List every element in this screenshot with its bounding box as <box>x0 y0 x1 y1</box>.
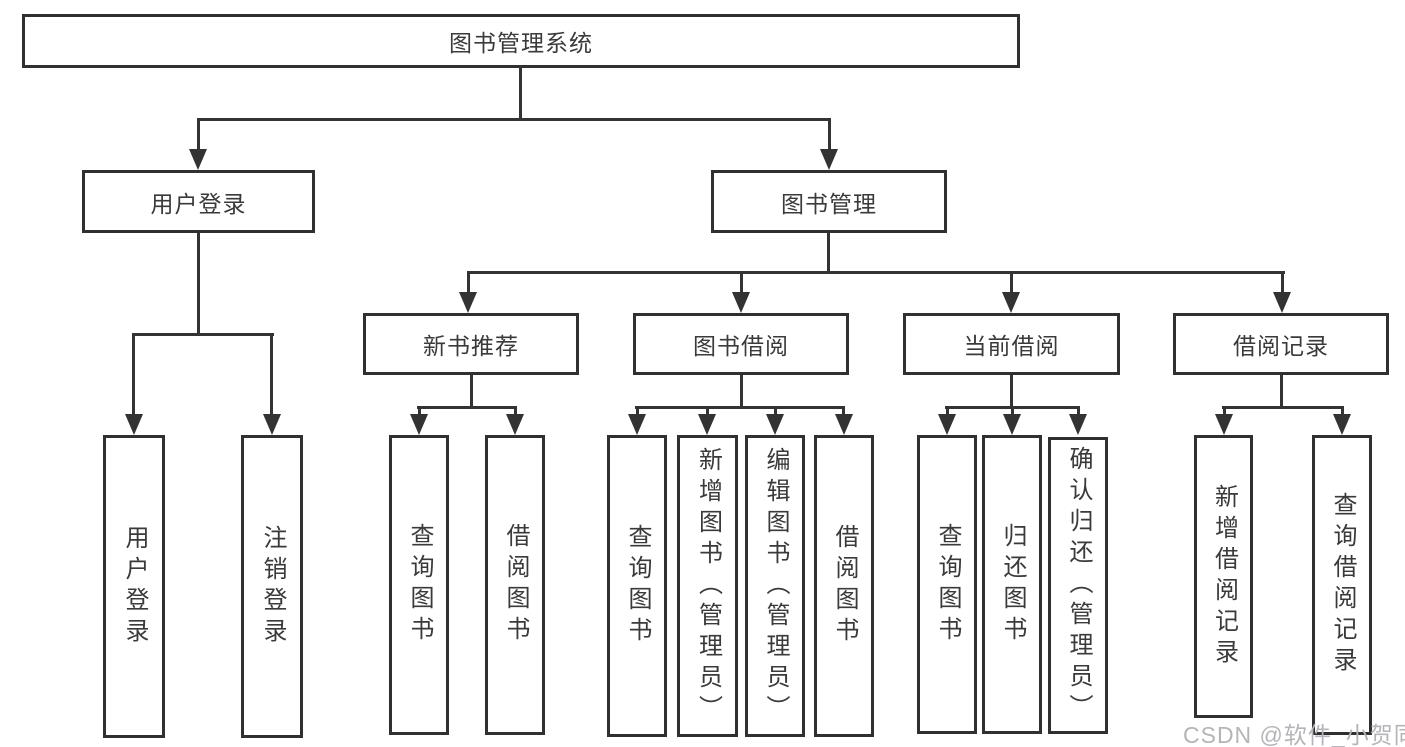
leaf-cb-query-books-label: 查询图书 <box>934 522 961 647</box>
connector-leaf-user-login-drop <box>132 333 135 416</box>
leaf-user-login-label: 用户登录 <box>121 524 148 649</box>
connector-bb-query-stub <box>636 406 639 418</box>
leaf-logout: 注销登录 <box>241 435 303 738</box>
arrow-to-book-mgmt-icon <box>820 149 838 170</box>
leaf-br-add-record-label: 新增借阅记录 <box>1210 483 1238 670</box>
connector-cb-query-stub <box>946 406 949 418</box>
connector-user-login-hline <box>132 333 274 336</box>
node-new-book-rec: 新书推荐 <box>363 313 579 375</box>
leaf-cb-return-books-label: 归还图书 <box>999 522 1026 647</box>
connector-user-login-vline <box>197 233 200 335</box>
connector-book-mgmt-hline <box>467 271 1285 274</box>
arrow-to-new-book-rec-icon <box>459 292 477 313</box>
arrow-to-nbr-query-icon <box>410 414 428 435</box>
arrow-to-current-borrow-icon <box>1002 292 1020 313</box>
arrow-to-cb-confirm-icon <box>1069 414 1087 435</box>
connector-current-borrow-drop <box>1010 271 1013 293</box>
leaf-cb-query-books: 查询图书 <box>917 435 977 734</box>
connector-br-query-stub <box>1341 406 1344 418</box>
connector-nbr-query-stub <box>418 406 421 418</box>
connector-bb-add-stub <box>706 406 709 418</box>
connector-bb-vline <box>740 375 743 408</box>
node-new-book-rec-label: 新书推荐 <box>423 333 519 359</box>
leaf-br-query-record-label: 查询借阅记录 <box>1329 492 1356 678</box>
arrow-to-book-borrow-icon <box>732 292 750 313</box>
leaf-br-add-record: 新增借阅记录 <box>1194 435 1253 718</box>
watermark: CSDN @软件_小贺同学 <box>1183 722 1405 747</box>
node-book-borrow: 图书借阅 <box>633 313 849 375</box>
leaf-nbr-borrow-books: 借阅图书 <box>485 435 545 735</box>
arrow-to-bb-borrow-icon <box>835 414 853 435</box>
node-root-label: 图书管理系统 <box>449 30 593 56</box>
leaf-nbr-query-books-label: 查询图书 <box>406 523 433 647</box>
node-borrow-records-label: 借阅记录 <box>1233 333 1329 359</box>
node-current-borrow-label: 当前借阅 <box>963 333 1060 359</box>
leaf-bb-add-books: 新增图书（管理员） <box>677 435 738 737</box>
node-book-mgmt-label: 图书管理 <box>781 190 877 217</box>
connector-book-borrow-drop <box>740 271 743 293</box>
connector-borrow-records-drop <box>1281 271 1284 293</box>
leaf-bb-query-books-label: 查询图书 <box>624 524 651 648</box>
connector-leaf-logout-drop <box>270 333 273 416</box>
arrow-to-bb-edit-icon <box>766 414 784 435</box>
node-current-borrow: 当前借阅 <box>903 313 1120 375</box>
leaf-bb-borrow-books: 借阅图书 <box>814 435 874 737</box>
node-user-login-label: 用户登录 <box>150 190 247 217</box>
connector-root-hline <box>197 118 831 121</box>
leaf-user-login: 用户登录 <box>103 435 165 738</box>
leaf-cb-confirm-return: 确认归还（管理员） <box>1048 437 1108 734</box>
leaf-nbr-query-books: 查询图书 <box>389 435 449 735</box>
connector-br-hline <box>1222 406 1344 409</box>
connector-book-mgmt-vline <box>827 233 830 273</box>
leaf-nbr-borrow-books-label: 借阅图书 <box>502 523 529 647</box>
connector-cb-vline <box>1010 375 1013 408</box>
leaf-bb-query-books: 查询图书 <box>607 435 667 737</box>
arrow-to-bb-add-icon <box>698 414 716 435</box>
leaf-br-query-record: 查询借阅记录 <box>1312 435 1372 735</box>
leaf-bb-edit-books: 编辑图书（管理员） <box>745 435 805 737</box>
arrow-to-user-login-icon <box>189 149 207 170</box>
connector-nbr-borrow-stub <box>514 406 517 418</box>
arrow-to-br-query-icon <box>1333 414 1351 435</box>
arrow-to-leaf-user-login-icon <box>125 414 143 435</box>
connector-cb-confirm-stub <box>1077 406 1080 418</box>
connector-br-vline <box>1280 375 1283 408</box>
connector-bb-borrow-stub <box>842 406 845 418</box>
leaf-bb-borrow-books-label: 借阅图书 <box>831 524 858 648</box>
connector-bb-edit-stub <box>774 406 777 418</box>
arrow-to-borrow-records-icon <box>1273 292 1291 313</box>
arrow-to-nbr-borrow-icon <box>506 414 524 435</box>
connector-root-right-drop <box>828 118 831 150</box>
arrow-to-leaf-logout-icon <box>263 414 281 435</box>
connector-root-vline <box>519 66 522 120</box>
arrow-to-cb-return-icon <box>1003 414 1021 435</box>
connector-nbr-vline <box>470 375 473 408</box>
arrow-to-cb-query-icon <box>938 414 956 435</box>
leaf-cb-return-books: 归还图书 <box>982 435 1042 734</box>
leaf-bb-add-books-label: 新增图书（管理员） <box>694 446 722 726</box>
node-borrow-records: 借阅记录 <box>1173 313 1389 375</box>
node-book-borrow-label: 图书借阅 <box>693 333 789 359</box>
connector-nbr-hline <box>417 406 517 409</box>
arrow-to-bb-query-icon <box>628 414 646 435</box>
leaf-cb-confirm-return-label: 确认归还（管理员） <box>1065 446 1092 725</box>
leaf-logout-label: 注销登录 <box>259 524 286 649</box>
node-book-mgmt: 图书管理 <box>711 170 947 233</box>
arrow-to-br-add-icon <box>1215 414 1233 435</box>
node-user-login: 用户登录 <box>82 170 315 233</box>
connector-cb-return-stub <box>1011 406 1014 418</box>
connector-bb-hline <box>635 406 845 409</box>
connector-new-book-rec-drop <box>467 271 470 293</box>
node-root: 图书管理系统 <box>22 14 1020 68</box>
leaf-bb-edit-books-label: 编辑图书（管理员） <box>762 446 789 726</box>
connector-br-add-stub <box>1223 406 1226 418</box>
connector-root-left-drop <box>197 118 200 150</box>
